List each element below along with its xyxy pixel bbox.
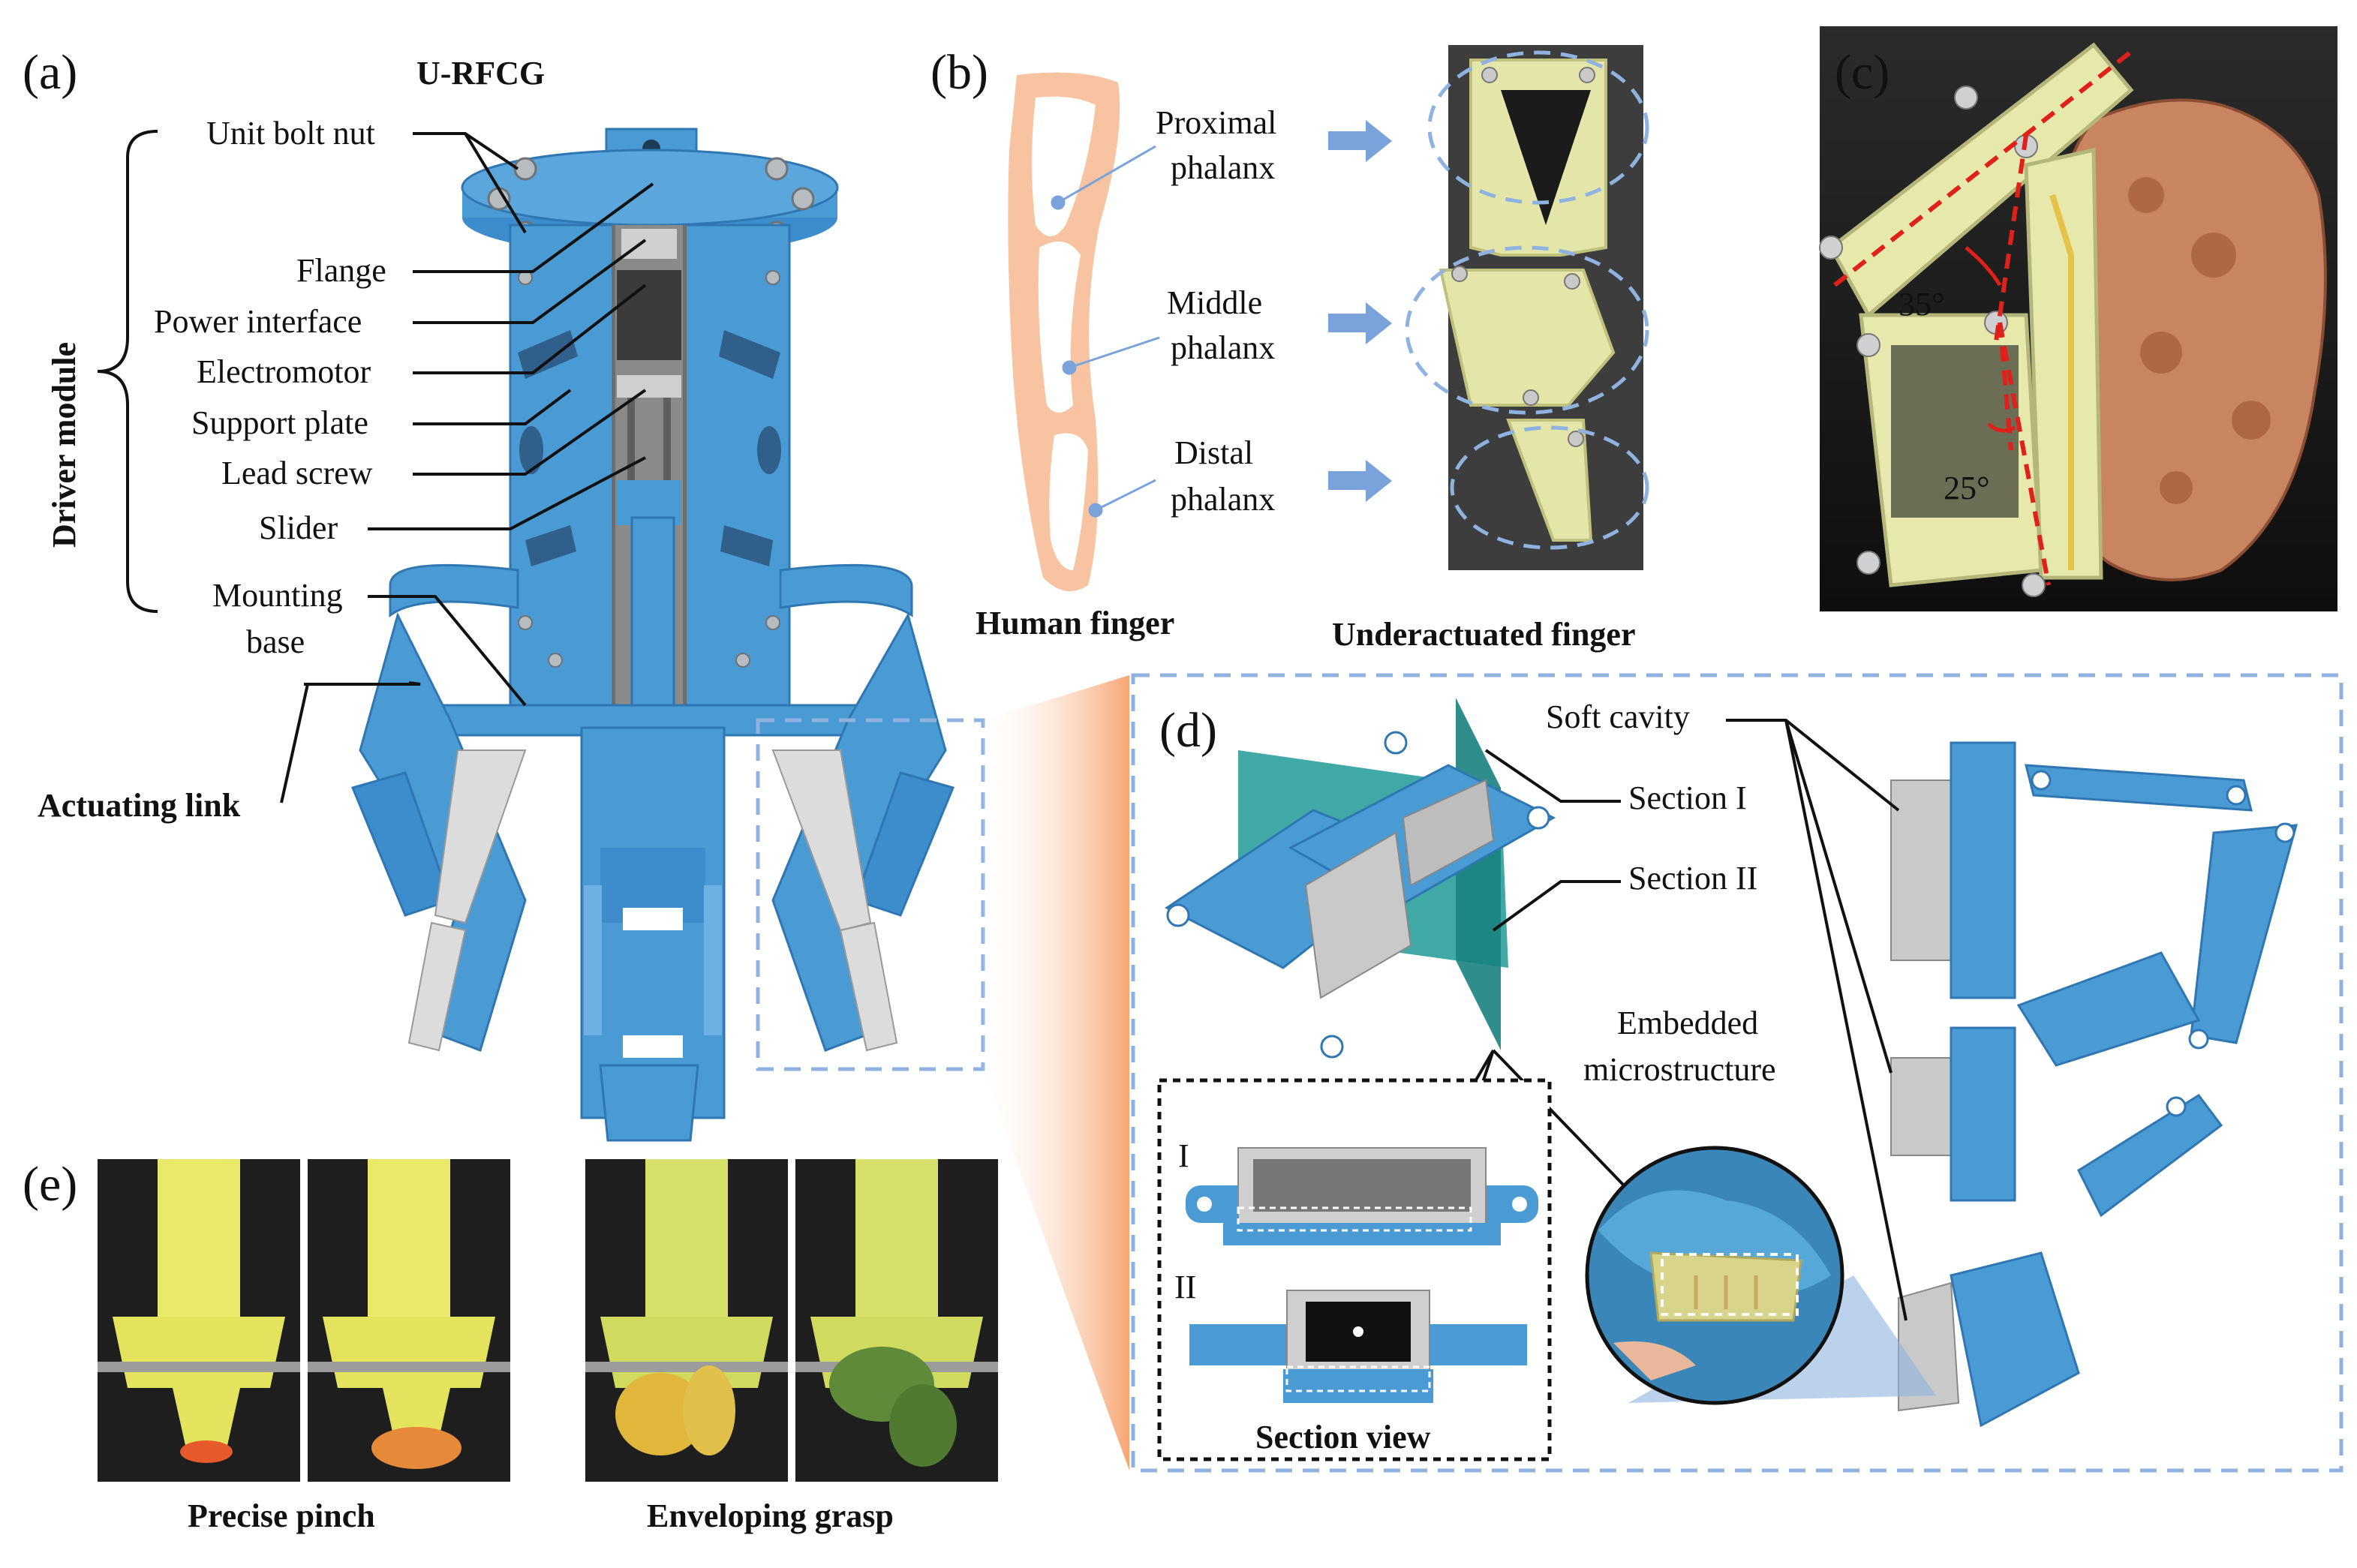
label-roman-2: II: [1174, 1269, 1196, 1305]
section-ii-drawing: [1189, 1290, 1527, 1403]
label-mounting-base-1: Mounting: [212, 577, 343, 614]
label-support-plate: Support plate: [191, 404, 368, 441]
panel-c-tag: (c): [1835, 45, 1890, 100]
label-distal-1: Distal: [1174, 434, 1253, 471]
panel-a: (a) U-RFCG: [23, 45, 955, 1142]
label-actuating-link: Actuating link: [38, 787, 241, 824]
panel-e: (e): [23, 1157, 998, 1534]
panel-b: (b) Proximal phalanx Middle phalanx Dist…: [930, 30, 1677, 653]
caption-human-finger: Human finger: [976, 605, 1174, 641]
label-slider: Slider: [259, 509, 338, 546]
label-middle-2: phalanx: [1171, 329, 1275, 366]
panel-d-tag: (d): [1159, 703, 1217, 758]
label-lead-screw: Lead screw: [221, 455, 373, 491]
caption-enveloping-grasp: Enveloping grasp: [647, 1497, 894, 1534]
panel-d-frame: [1131, 673, 2343, 1473]
label-driver-module: Driver module: [46, 342, 83, 548]
angle-label-25: 25°: [1944, 470, 1990, 506]
caption-precise-pinch: Precise pinch: [188, 1497, 375, 1534]
caption-underactuated-finger: Underactuated finger: [1332, 616, 1636, 653]
exploded-link-model: [1628, 741, 2298, 1428]
label-flange: Flange: [296, 252, 386, 289]
label-section-view: Section view: [1255, 1419, 1431, 1455]
panel-a-leaders: [97, 130, 654, 804]
zoom-fan: [983, 675, 1129, 1470]
label-unit-bolt-nut: Unit bolt nut: [206, 115, 375, 152]
label-proximal-2: phalanx: [1171, 149, 1275, 186]
microstructure-photo: [1585, 1146, 1844, 1405]
label-embedded-2: microstructure: [1583, 1051, 1776, 1088]
gripper-title: U-RFCG: [416, 55, 545, 92]
panel-d: (d): [756, 673, 2343, 1473]
grasp-photos: [98, 1159, 998, 1482]
label-electromotor: Electromotor: [197, 353, 371, 390]
label-roman-1: I: [1178, 1137, 1189, 1174]
label-section-2: Section II: [1628, 860, 1757, 897]
label-soft-cavity: Soft cavity: [1546, 698, 1690, 735]
angle-label-35: 35°: [1899, 286, 1945, 323]
panel-a-tag: (a): [23, 45, 77, 100]
label-embedded-1: Embedded: [1617, 1005, 1758, 1041]
label-mounting-base-2: base: [246, 623, 305, 660]
label-proximal-1: Proximal: [1156, 104, 1276, 141]
panel-b-tag: (b): [930, 45, 988, 100]
gripper-render: [350, 128, 955, 1142]
zoom-source-box: [756, 718, 985, 1071]
label-section-1: Section I: [1628, 779, 1747, 816]
panel-e-tag: (e): [23, 1157, 77, 1212]
label-middle-1: Middle: [1167, 284, 1262, 321]
section-i-drawing: [1186, 1147, 1538, 1245]
panel-c: 35° 25° (c): [1819, 26, 2337, 611]
section-plane-model: [1165, 698, 1556, 1059]
underactuated-finger-photo: [1405, 30, 1677, 600]
panel-b-arrows: [1328, 120, 1392, 502]
label-distal-2: phalanx: [1171, 481, 1275, 518]
label-power-interface: Power interface: [154, 303, 362, 340]
